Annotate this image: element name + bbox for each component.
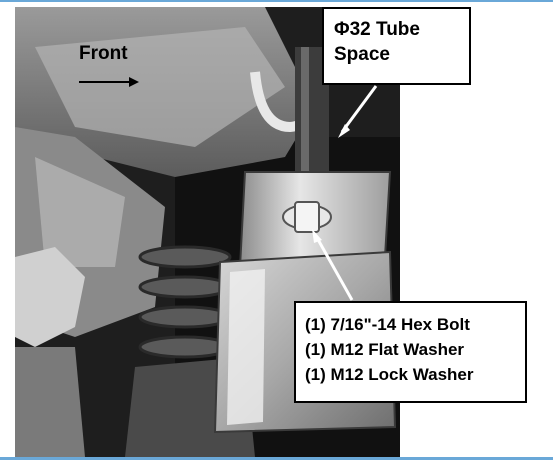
hardware-callout: (1) 7/16"-14 Hex Bolt (1) M12 Flat Washe… [294,301,527,403]
tube-callout-line-2: Space [334,44,390,65]
front-arrow-icon [79,77,139,87]
hardware-item-lock-washer: (1) M12 Lock Washer [305,365,474,384]
tube-callout-line-1: Φ32 Tube [334,19,420,40]
bolt-head-shape [294,201,320,233]
front-direction-label: Front [79,43,128,64]
hardware-item-flat-washer: (1) M12 Flat Washer [305,340,465,359]
tube-space-callout: Φ32 Tube Space [322,7,471,85]
nut-shape [15,247,85,347]
bottom-accent-rule [0,457,553,460]
coil-spring-shape [138,245,232,359]
top-accent-rule [0,0,553,2]
hardware-item-bolt: (1) 7/16"-14 Hex Bolt [305,315,470,334]
